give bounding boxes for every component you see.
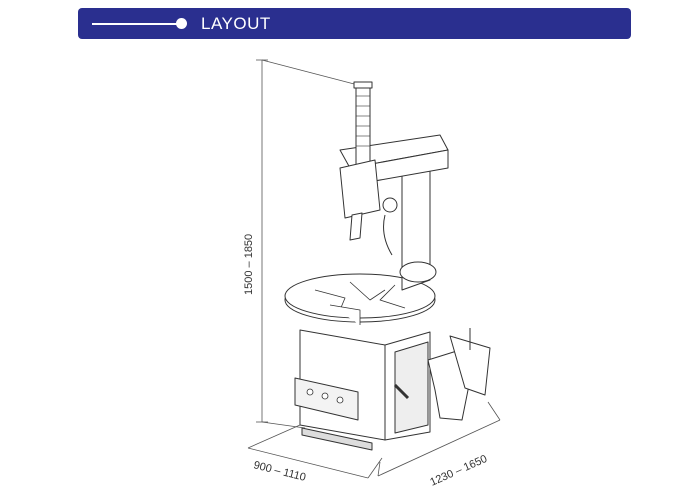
shaft-cap bbox=[353, 81, 373, 89]
section-title: LAYOUT bbox=[201, 14, 271, 33]
pressure-gauge-icon bbox=[382, 197, 398, 213]
bead-breaker-arm bbox=[449, 335, 491, 396]
turntable-clamp bbox=[314, 289, 346, 311]
mount-head-housing bbox=[339, 159, 381, 219]
turntable-clamp bbox=[379, 284, 406, 309]
section-header: LAYOUT bbox=[78, 8, 631, 39]
width-dimension-line bbox=[247, 424, 383, 479]
foot-pedals bbox=[301, 427, 373, 451]
height-dimension-line bbox=[256, 59, 359, 429]
height-dimension-label: 1500 – 1850 bbox=[243, 234, 255, 295]
depth-dimension-line bbox=[377, 401, 501, 477]
turntable-clamp bbox=[329, 304, 361, 325]
mount-demount-tool bbox=[349, 212, 363, 241]
width-dimension-label: 900 – 1110 bbox=[252, 459, 307, 484]
control-knob-icon bbox=[306, 388, 314, 396]
control-knob-icon bbox=[321, 392, 329, 400]
control-knob-icon bbox=[336, 396, 344, 404]
column-base bbox=[399, 261, 437, 283]
side-lever bbox=[393, 383, 410, 400]
side-panel bbox=[394, 341, 429, 434]
header-line-icon bbox=[92, 23, 178, 25]
depth-dimension-label: 1230 – 1650 bbox=[428, 453, 489, 489]
turntable-clamp bbox=[349, 281, 386, 301]
header-bullet-icon bbox=[176, 18, 187, 29]
tire-changer-machine bbox=[284, 81, 491, 451]
air-hose bbox=[383, 214, 393, 256]
